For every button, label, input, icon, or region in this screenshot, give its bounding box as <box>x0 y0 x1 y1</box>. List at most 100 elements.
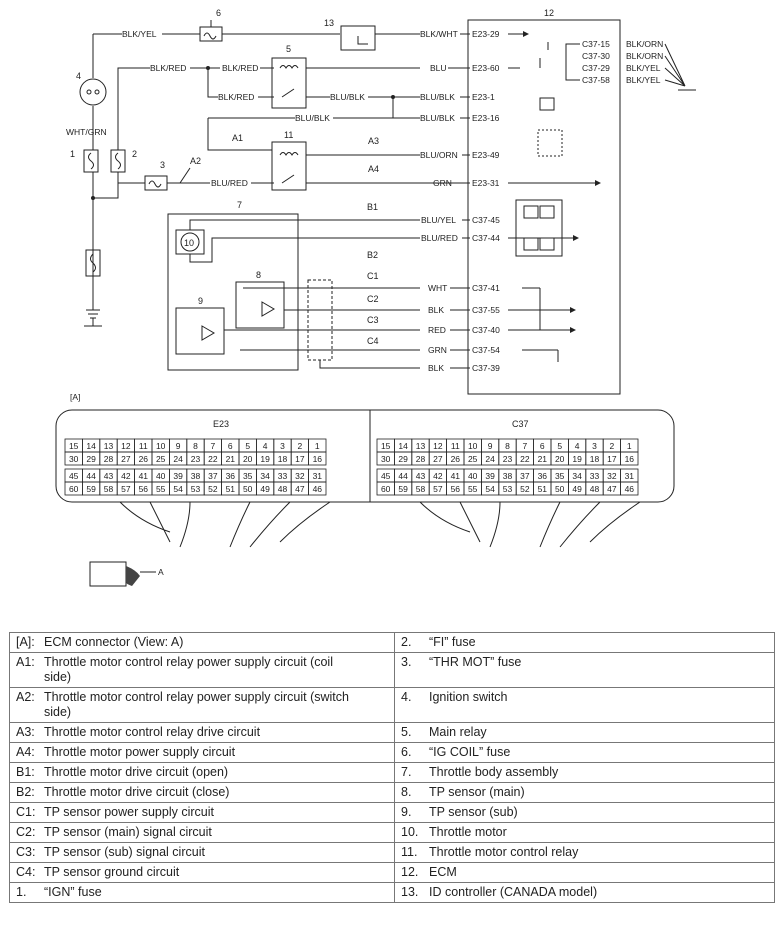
pin-number: 23 <box>191 454 201 464</box>
label-comp-11: 11 <box>284 130 293 140</box>
pin-number: 1 <box>315 441 320 451</box>
legend-cell: 8.TP sensor (main) <box>394 782 775 803</box>
legend-row: B2:Throttle motor drive circuit (close)8… <box>9 782 775 803</box>
pin-number: 19 <box>572 454 582 464</box>
pin-number: 15 <box>381 441 391 451</box>
pin-number: 6 <box>228 441 233 451</box>
pin-e23-1: E23-1 <box>472 92 495 102</box>
pin-number: 31 <box>313 471 323 481</box>
legend-key: A3: <box>16 725 35 739</box>
legend-text: TP sensor (main) signal circuit <box>44 825 212 839</box>
pin-number: 11 <box>451 441 460 451</box>
pin-c37-55: C37-55 <box>472 305 500 315</box>
label-comp-6: 6 <box>216 8 221 18</box>
legend-row: B1:Throttle motor drive circuit (open)7.… <box>9 762 775 783</box>
pin-number: 33 <box>278 471 288 481</box>
pin-number: 4 <box>263 441 268 451</box>
wire-label-blk-wht: BLK/WHT <box>420 29 458 39</box>
legend-key: A1: <box>16 655 35 669</box>
pin-number: 13 <box>416 441 426 451</box>
label-comp-4: 4 <box>76 71 81 81</box>
pin-number: 42 <box>433 471 443 481</box>
legend-cell: B2:Throttle motor drive circuit (close) <box>9 782 395 803</box>
legend-key: 7. <box>401 765 412 779</box>
pin-number: 24 <box>485 454 495 464</box>
legend-text: Throttle motor control relay power suppl… <box>44 690 349 719</box>
pin-number: 10 <box>156 441 166 451</box>
pin-number: 16 <box>313 454 323 464</box>
legend-text: TP sensor ground circuit <box>44 865 180 879</box>
pin-cell <box>308 481 327 496</box>
pin-number: 5 <box>557 441 562 451</box>
connector-title-e23: E23 <box>213 419 229 429</box>
pin-number: 23 <box>503 454 513 464</box>
pin-number: 42 <box>121 471 131 481</box>
label-comp-1: 1 <box>70 149 75 159</box>
legend-cell: 12.ECM <box>394 862 775 883</box>
pin-cell <box>308 451 327 466</box>
pin-number: 25 <box>468 454 478 464</box>
pin-number: 36 <box>226 471 236 481</box>
legend-key: B2: <box>16 785 35 799</box>
pin-number: 22 <box>208 454 218 464</box>
legend-key: 10. <box>401 825 419 839</box>
wire-label-grn-2: GRN <box>428 345 447 355</box>
pin-number: 24 <box>173 454 183 464</box>
legend-text: ECM <box>429 865 457 879</box>
legend-cell: C3:TP sensor (sub) signal circuit <box>9 842 395 863</box>
label-circuit-c1: C1 <box>367 271 379 281</box>
pin-cell <box>620 451 639 466</box>
wire-label-blu-blk-4: BLU/BLK <box>420 113 455 123</box>
pin-number: 7 <box>211 441 216 451</box>
pin-c37-39: C37-39 <box>472 363 500 373</box>
pin-number: 3 <box>280 441 285 451</box>
pin-number: 2 <box>610 441 615 451</box>
pin-number: 43 <box>416 471 426 481</box>
legend-key: B1: <box>16 765 35 779</box>
wire-label-wht-grn: WHT/GRN <box>66 127 107 137</box>
view-marker: [A] <box>70 392 80 402</box>
legend-text: Throttle motor power supply circuit <box>44 745 236 759</box>
pin-number: 50 <box>243 484 253 494</box>
pin-number: 26 <box>451 454 461 464</box>
ecm-box <box>467 19 621 395</box>
id-controller <box>340 25 376 51</box>
pin-number: 8 <box>193 441 198 451</box>
label-comp-7: 7 <box>237 200 242 210</box>
label-comp-8: 8 <box>256 270 261 280</box>
legend-text: TP sensor power supply circuit <box>44 805 214 819</box>
legend-key: 11. <box>401 845 418 859</box>
legend-key: C2: <box>16 825 36 839</box>
wiring-diagram: 12 BLK/YEL 6 13 BLK/WHT E23-29 4 WHT/GRN… <box>55 8 696 587</box>
label-circuit-a1: A1 <box>232 133 243 143</box>
legend-cell: 11.Throttle motor control relay <box>394 842 775 863</box>
pin-number: 57 <box>433 484 443 494</box>
label-circuit-c2: C2 <box>367 294 379 304</box>
label-circuit-b1: B1 <box>367 202 378 212</box>
label-comp-3: 3 <box>160 160 165 170</box>
arrow-label-a: A <box>158 567 164 577</box>
pin-cell <box>620 481 639 496</box>
pin-number: 34 <box>572 471 582 481</box>
legend-cell: A2:Throttle motor control relay power su… <box>9 687 395 723</box>
legend-cell: C2: TP sensor (main) signal circuit <box>9 822 395 843</box>
pin-number: 56 <box>139 484 149 494</box>
wire-label-blu-blk-1: BLU/BLK <box>330 92 365 102</box>
pin-c37-45: C37-45 <box>472 215 500 225</box>
label-comp-13: 13 <box>324 18 334 28</box>
pin-number: 12 <box>433 441 443 451</box>
wire-label-wht: WHT <box>428 283 447 293</box>
pin-number: 41 <box>451 471 461 481</box>
pin-number: 9 <box>176 441 181 451</box>
tp-sensor-main <box>235 281 285 329</box>
wire-label-grn-1: GRN <box>433 178 452 188</box>
ecm-connector-frame <box>55 409 675 503</box>
pin-c37-44: C37-44 <box>472 233 500 243</box>
legend-cell: 13.ID controller (CANADA model) <box>394 882 775 903</box>
wire-label-blu-orn: BLU/ORN <box>420 150 458 160</box>
pin-e23-31: E23-31 <box>472 178 500 188</box>
